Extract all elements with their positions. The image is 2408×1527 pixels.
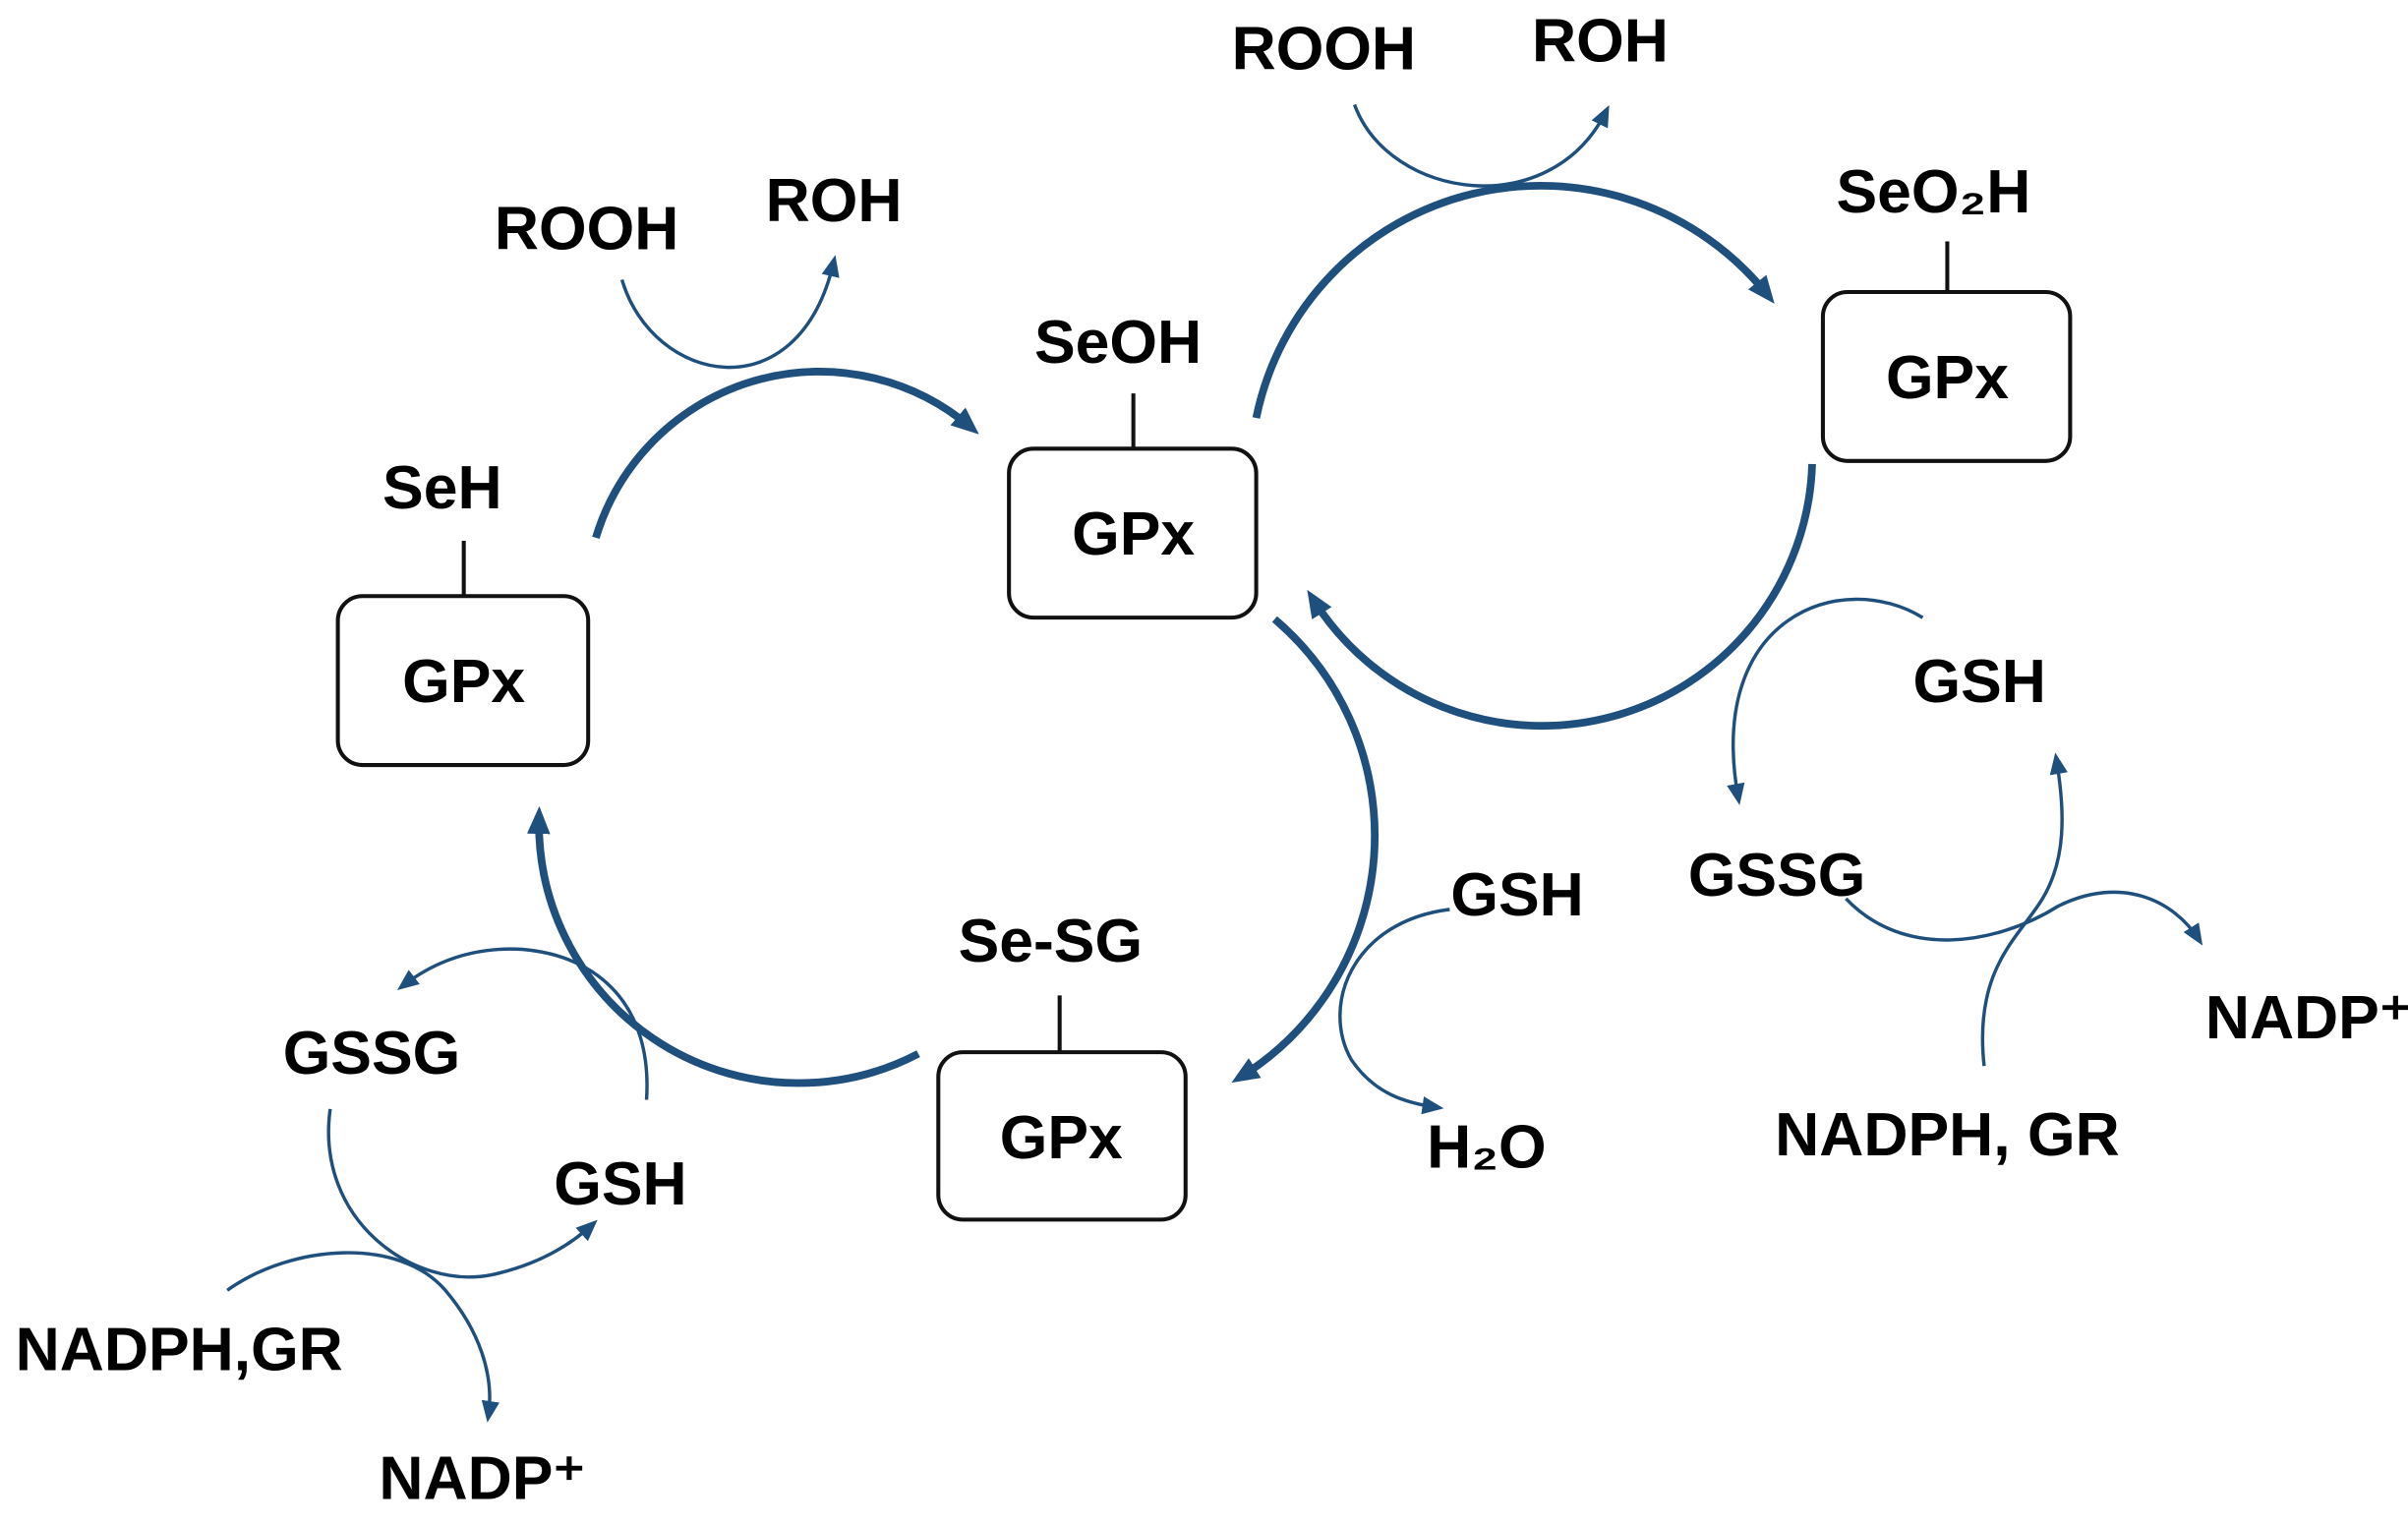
enzyme-box <box>1820 289 2073 463</box>
reaction-sesg-to-seh: GSSG GSH NADPH,GR NADP⁺ <box>16 947 687 1513</box>
enzyme-label: GPx <box>1886 343 2009 412</box>
arrow-gssg-to-gsh <box>326 1108 598 1279</box>
arrow-sesg-to-seh <box>527 805 920 1087</box>
arrow-rooh-to-roh <box>619 255 840 370</box>
arrow-gsh-to-h2o <box>1338 908 1450 1115</box>
substrate-label-rooh: ROOH <box>495 194 678 263</box>
enzyme-label: GPx <box>1000 1103 1123 1172</box>
substrate-label-rooh: ROOH <box>1232 15 1416 84</box>
reaction-seoh-to-sesg: GSH H₂O <box>1338 860 1584 1181</box>
arrow-nadph-to-nadp <box>226 1251 499 1423</box>
enzyme-label: GPx <box>1072 499 1195 568</box>
reaction-seo2h-to-seoh: GSH GSSG NADP⁺ NADPH, GR <box>1688 597 2408 1169</box>
state-label-seo2h: SeO₂H <box>1836 157 2030 226</box>
state-label-seh: SeH <box>382 453 502 522</box>
enzyme-box <box>936 1050 1188 1222</box>
cofactor-label-nadph-gr: NADPH, GR <box>1775 1100 2120 1169</box>
oxidized-label-gssg: GSSG <box>1688 841 1866 910</box>
state-label-sesg: Se-SG <box>959 907 1143 975</box>
cofactor-product-label-nadp: NADP⁺ <box>2205 983 2408 1052</box>
cofactor-label-nadph-gr: NADPH,GR <box>16 1315 343 1383</box>
product-label-roh: ROH <box>766 166 903 235</box>
arrow-nadph-to-gsh <box>1980 752 2068 1067</box>
gpx-node-sesg: Se-SG GPx <box>936 907 1188 1222</box>
arrow-seoh-to-seo2h <box>1252 182 1775 419</box>
arrow-gsh-to-gssg <box>397 947 649 1100</box>
product-label-roh: ROH <box>1532 7 1669 76</box>
arrow-seo2h-to-seoh <box>1307 463 1816 731</box>
enzyme-label: GPx <box>402 647 525 716</box>
gpx-node-seoh: SeOH GPx <box>1007 308 1259 620</box>
reaction-seh-to-seoh: ROOH ROH <box>495 166 903 370</box>
oxidized-label-gssg: GSSG <box>283 1019 461 1087</box>
reductant-label-gsh: GSH <box>1450 860 1583 929</box>
arrow-seoh-to-sesg <box>1231 616 1380 1084</box>
state-label-seoh: SeOH <box>1034 308 1202 377</box>
gpx-node-seh: SeH GPx <box>335 453 591 768</box>
enzyme-box <box>1007 446 1259 620</box>
arrow-rooh-to-roh <box>1352 103 1610 188</box>
arrow-seh-to-seoh <box>592 368 979 540</box>
gpx-node-seo2h: SeO₂H GPx <box>1820 157 2073 463</box>
cofactor-product-label-nadp: NADP⁺ <box>379 1444 585 1513</box>
arrow-gssg-to-nadp <box>1845 890 2203 946</box>
reductant-label-gsh: GSH <box>1913 647 2046 716</box>
arrow-gsh-to-gssg <box>1727 597 1924 805</box>
enzyme-box <box>335 594 591 768</box>
reductant-label-gsh: GSH <box>554 1149 686 1218</box>
reaction-seoh-to-seo2h: ROOH ROH <box>1232 7 1669 188</box>
product-label-h2o: H₂O <box>1427 1112 1546 1181</box>
